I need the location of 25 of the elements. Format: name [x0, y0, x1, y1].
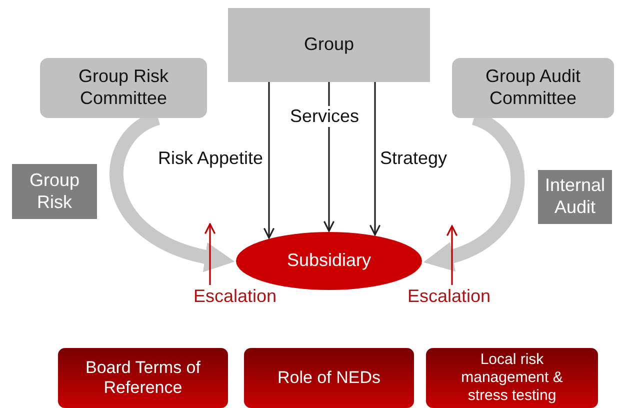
- node-text: Role of NEDs: [278, 368, 380, 388]
- committee-box: [452, 58, 614, 118]
- edge-label: Services: [288, 106, 362, 127]
- edge-label: Strategy: [378, 148, 450, 169]
- node-text: Subsidiary: [286, 250, 372, 272]
- node-text: Group: [304, 34, 354, 56]
- topic-box: [58, 348, 228, 408]
- node-text: Local risk management & stress testing: [460, 351, 564, 405]
- node-text: Board Terms of Reference: [84, 358, 202, 398]
- escalation-label: Escalation: [407, 286, 491, 308]
- committee-box: [40, 58, 207, 118]
- node-text: Internal Audit: [544, 175, 606, 219]
- function-box: [538, 170, 612, 224]
- group-box: [228, 8, 430, 82]
- escalation-label: Escalation: [193, 286, 277, 308]
- node-text: Group Audit Committee: [484, 66, 582, 110]
- edge-label: Risk Appetite: [156, 148, 266, 169]
- topic-box: [426, 348, 598, 408]
- topic-box: [244, 348, 414, 408]
- arrow: [369, 82, 381, 236]
- function-box: [12, 164, 97, 219]
- node-text: Group Risk: [28, 170, 81, 214]
- arrow: [263, 82, 275, 239]
- arrow: [446, 225, 458, 285]
- node-text: Group Risk Committee: [77, 66, 170, 110]
